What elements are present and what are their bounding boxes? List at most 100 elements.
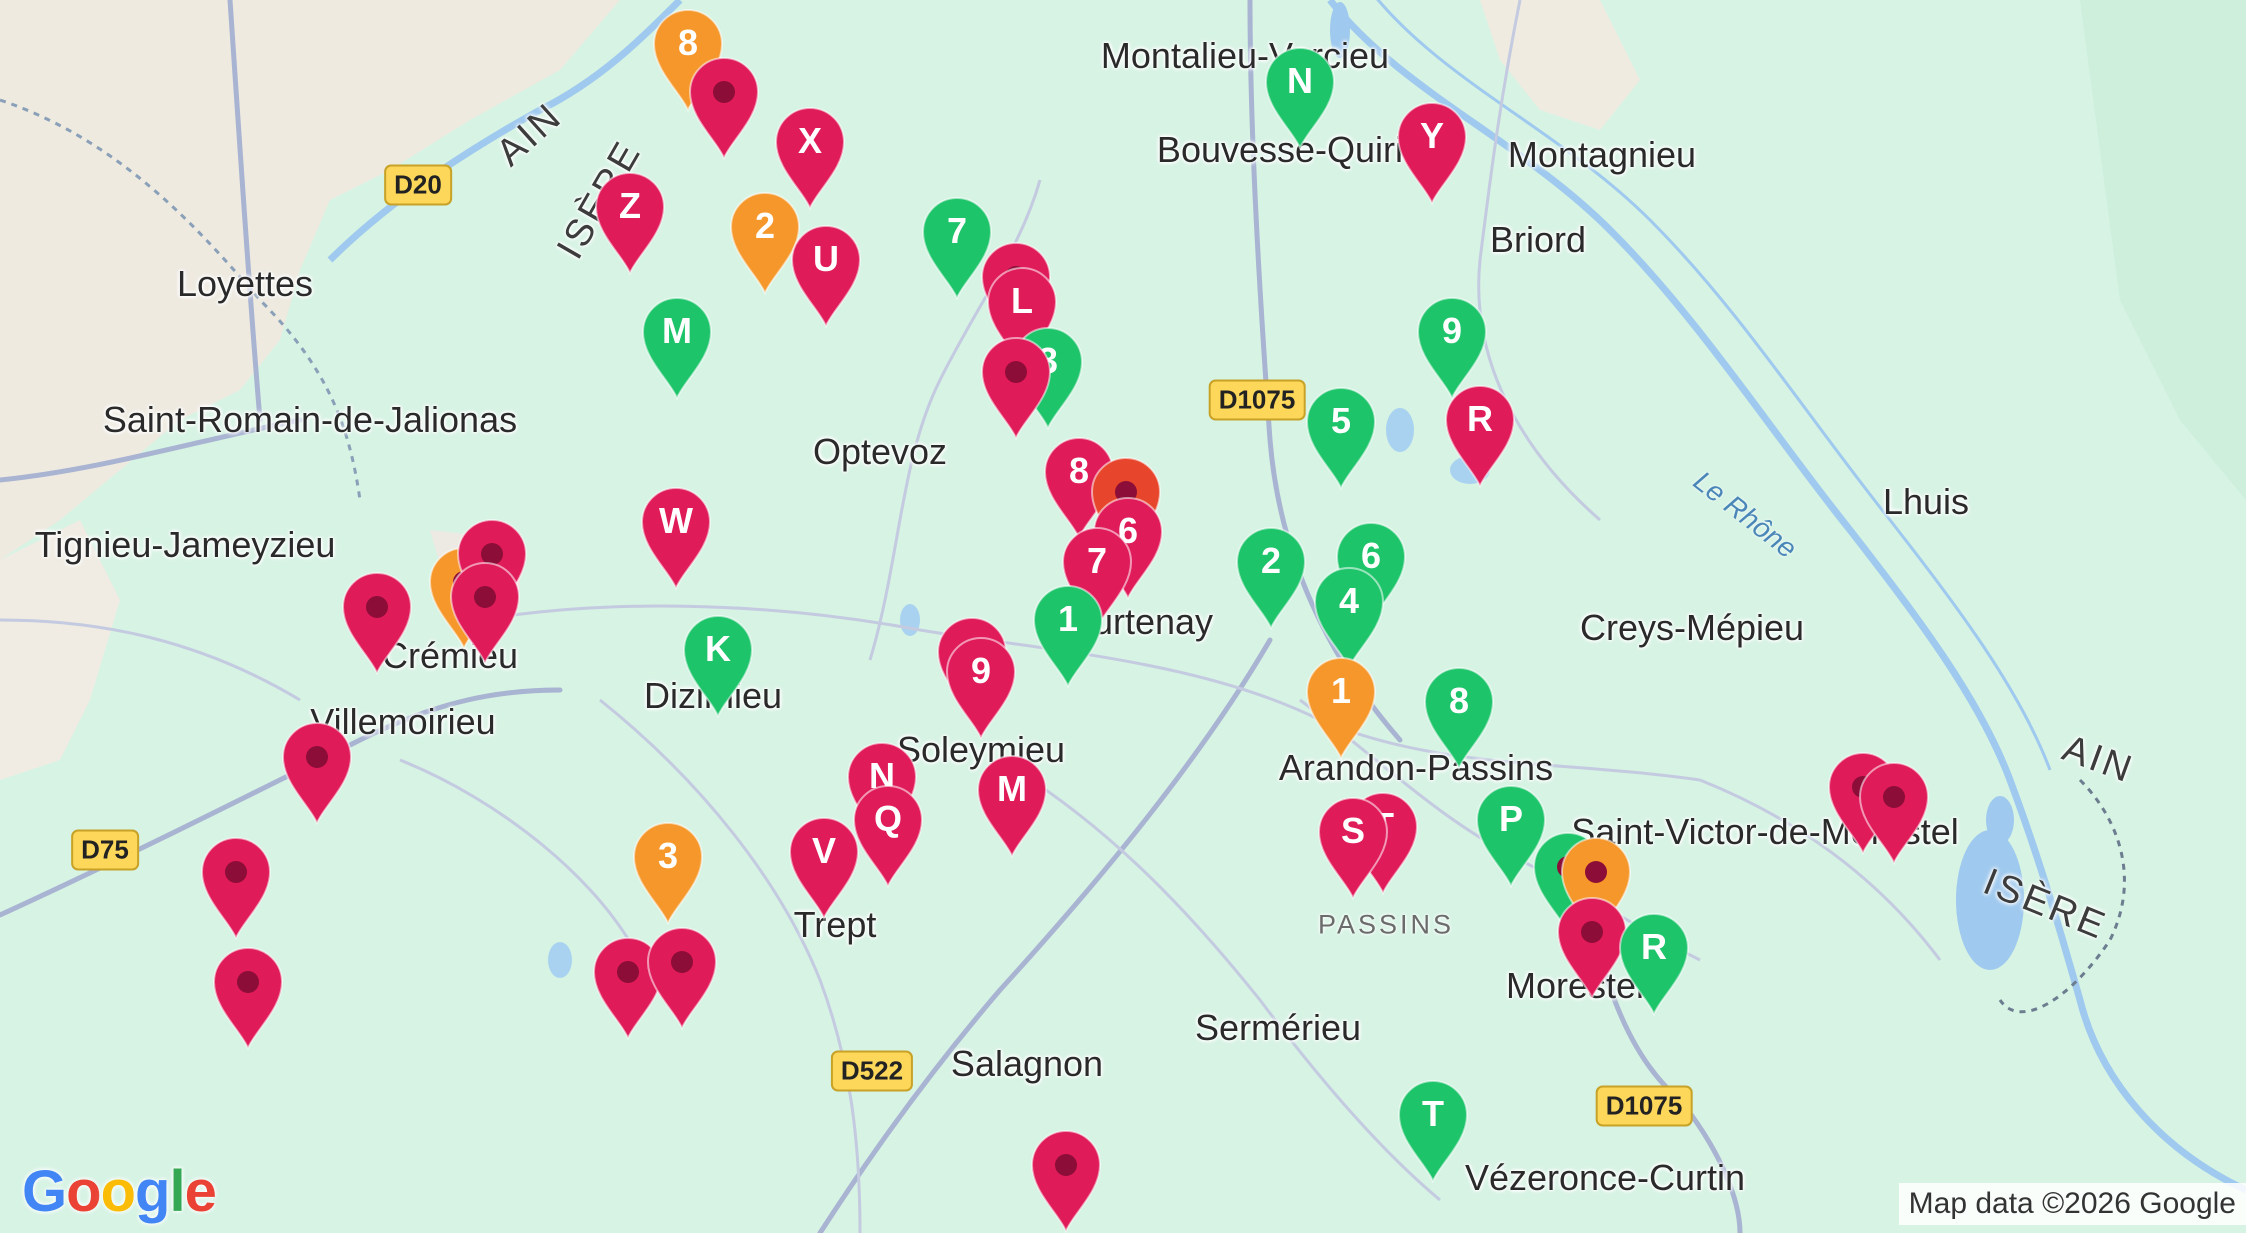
map-marker[interactable]: R: [1616, 912, 1692, 1017]
map-marker[interactable]: [1558, 836, 1634, 941]
marker-dot-icon: [474, 586, 496, 608]
map-marker[interactable]: [279, 721, 355, 826]
map-marker[interactable]: 1: [1030, 584, 1106, 689]
town-label-tignieu: Tignieu-Jameyzieu: [34, 524, 336, 565]
map-marker[interactable]: 7: [1059, 526, 1135, 631]
map-marker[interactable]: P: [1473, 784, 1549, 889]
map-marker[interactable]: T: [1395, 1079, 1471, 1184]
marker-pin-icon: [1313, 567, 1385, 671]
marker-label: W: [659, 500, 693, 541]
marker-pin-icon: [646, 927, 718, 1031]
map-marker[interactable]: [1856, 761, 1932, 866]
marker-label: S: [1340, 810, 1365, 851]
town-label-trept: Trept: [793, 904, 877, 945]
place-label-passins: PASSINS: [1317, 909, 1455, 940]
marker-pin-icon: [449, 562, 521, 666]
marker-label: 2: [754, 205, 776, 246]
marker-pin-icon: [688, 57, 760, 161]
marker-pin-icon: [852, 785, 924, 889]
map-marker[interactable]: [210, 946, 286, 1051]
road-shield-d75: D75: [71, 829, 139, 871]
map-marker[interactable]: Q: [850, 784, 926, 889]
marker-dot-icon: [366, 596, 388, 618]
map-marker[interactable]: [686, 56, 762, 161]
town-label-montalieu: Montalieu-Vercieu: [1100, 35, 1390, 76]
map-marker[interactable]: [198, 836, 274, 941]
marker-pin-icon: [641, 297, 713, 401]
marker-label: R: [1641, 926, 1667, 967]
marker-pin-icon: [1444, 385, 1516, 489]
map-marker[interactable]: 9: [1414, 296, 1490, 401]
google-logo: Google: [22, 1159, 217, 1224]
marker-dot-icon: [713, 81, 735, 103]
map-marker[interactable]: X: [772, 106, 848, 211]
map-marker[interactable]: W: [638, 486, 714, 591]
marker-dot-icon: [617, 961, 639, 983]
marker-label: 8: [1068, 450, 1090, 491]
map-marker[interactable]: U: [788, 224, 864, 329]
marker-pin-icon: [1305, 387, 1377, 491]
marker-label: Y: [1419, 115, 1444, 156]
map-marker[interactable]: 8: [650, 8, 726, 113]
map-marker[interactable]: M: [974, 754, 1050, 859]
marker-label: Q: [873, 798, 902, 839]
marker-dot-icon: [225, 861, 247, 883]
marker-label: 9: [970, 650, 992, 691]
map-marker[interactable]: [978, 336, 1054, 441]
map-marker[interactable]: 4: [1311, 566, 1387, 671]
map-marker[interactable]: K: [680, 614, 756, 719]
marker-label: 2: [1260, 540, 1282, 581]
town-label-briord: Briord: [1489, 219, 1587, 260]
map-marker[interactable]: 5: [1303, 386, 1379, 491]
town-label-lhuis: Lhuis: [1882, 481, 1970, 522]
map-marker[interactable]: [447, 561, 523, 666]
marker-pin-icon: [788, 817, 860, 921]
map-marker[interactable]: 8: [1041, 436, 1117, 541]
marker-pin-icon: [594, 172, 666, 276]
map-marker[interactable]: M: [639, 296, 715, 401]
marker-label: N: [1287, 60, 1313, 101]
marker-dot-icon: [306, 746, 328, 768]
road-shield-d522: D522: [830, 1050, 914, 1092]
map-marker[interactable]: 7: [919, 196, 995, 301]
marker-label: U: [813, 238, 839, 279]
map-marker[interactable]: 9: [943, 636, 1019, 741]
map-marker[interactable]: V: [786, 816, 862, 921]
marker-pin-icon: [1397, 1080, 1469, 1184]
marker-pin-icon: [1317, 797, 1389, 901]
map-marker[interactable]: [1028, 1129, 1104, 1233]
marker-pin-icon: [632, 822, 704, 926]
marker-pin-icon: [976, 755, 1048, 859]
map-attribution[interactable]: Map data ©2026 Google: [1898, 1183, 2246, 1225]
map-marker[interactable]: Z: [592, 171, 668, 276]
map-marker[interactable]: 1: [1303, 656, 1379, 761]
map-marker[interactable]: L: [984, 266, 1060, 371]
marker-pin-icon: [200, 837, 272, 941]
map-marker[interactable]: [1554, 896, 1630, 1001]
marker-dot-icon: [1055, 1154, 1077, 1176]
map-marker[interactable]: R: [1442, 384, 1518, 489]
map-marker[interactable]: Y: [1394, 101, 1470, 206]
marker-pin-icon: [1423, 667, 1495, 771]
map-marker[interactable]: N: [1262, 46, 1338, 151]
map-marker[interactable]: 3: [630, 821, 706, 926]
marker-label: 3: [657, 835, 679, 876]
map-marker[interactable]: [644, 926, 720, 1031]
marker-pin-icon: [1618, 913, 1690, 1017]
town-label-salagnon: Salagnon: [950, 1043, 1104, 1084]
marker-pin-icon: [1030, 1130, 1102, 1233]
marker-dot-icon: [671, 951, 693, 973]
map-marker[interactable]: 8: [1421, 666, 1497, 771]
map-marker[interactable]: 2: [1233, 526, 1309, 631]
marker-dot-icon: [1883, 786, 1905, 808]
marker-pin-icon: [980, 337, 1052, 441]
map-marker[interactable]: [339, 571, 415, 676]
marker-dot-icon: [1581, 921, 1603, 943]
marker-label: R: [1467, 398, 1493, 439]
marker-pin-icon: [921, 197, 993, 301]
marker-label: 1: [1057, 598, 1079, 639]
town-label-loyettes: Loyettes: [176, 263, 314, 304]
map-marker[interactable]: S: [1315, 796, 1391, 901]
